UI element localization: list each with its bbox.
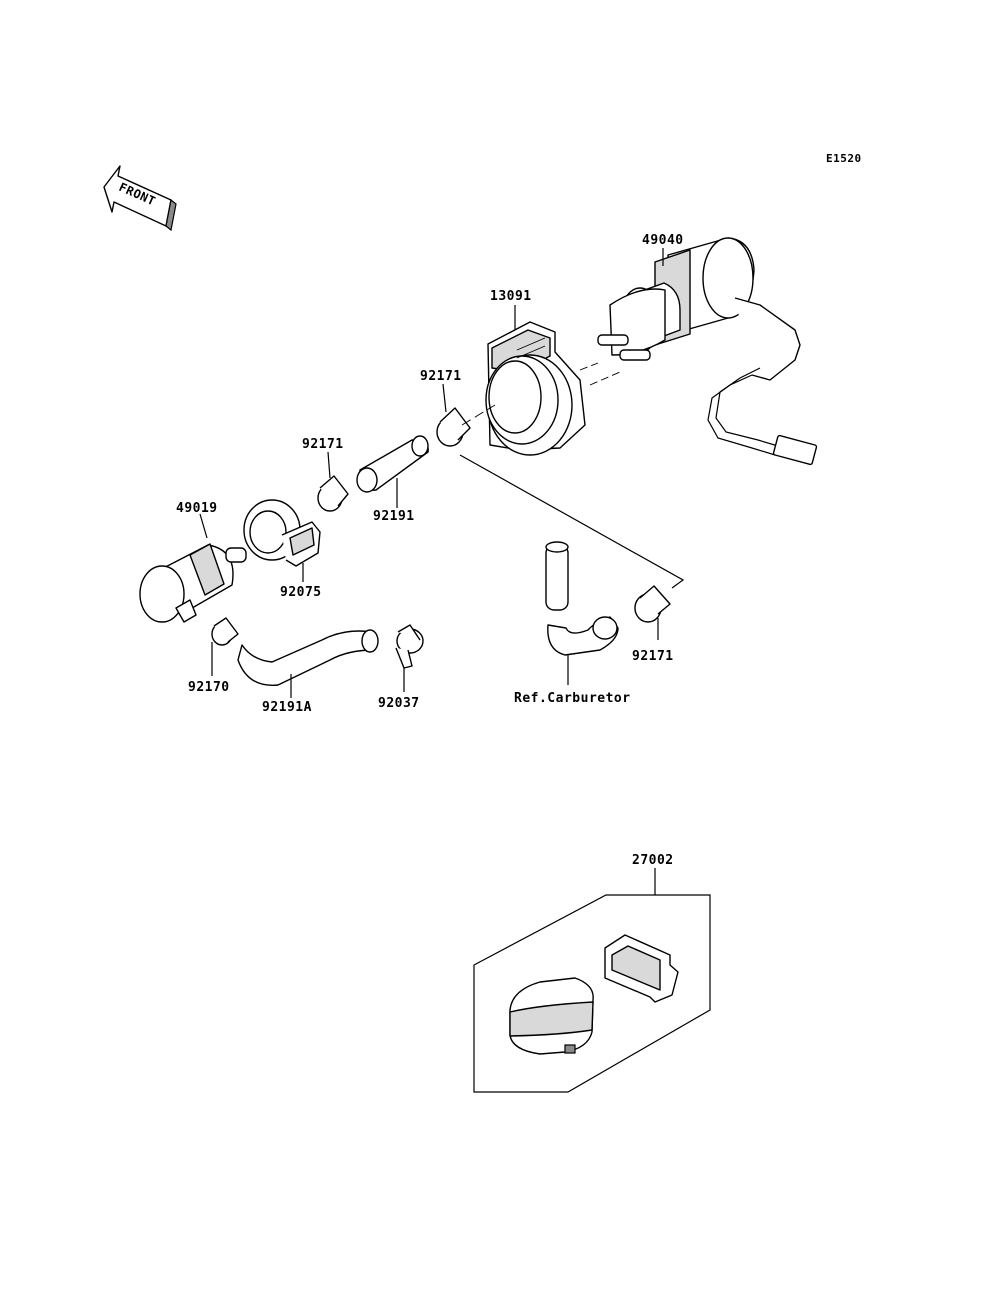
label-13091: 13091 [490, 289, 532, 304]
label-92191a: 92191A [262, 700, 312, 715]
hose-92191a [237, 629, 379, 686]
clamp-filter [211, 617, 239, 646]
label-92075: 92075 [280, 585, 322, 600]
relay-kit [473, 894, 711, 1093]
fuel-pump [579, 237, 818, 466]
label-49040: 49040 [642, 233, 684, 248]
label-92171-upper: 92171 [420, 369, 462, 384]
clamp-mid [317, 475, 349, 512]
label-92191: 92191 [373, 509, 415, 524]
clamp-right [634, 585, 671, 623]
label-92037: 92037 [378, 696, 420, 711]
label-27002: 27002 [632, 853, 674, 868]
pump-bracket [485, 321, 586, 456]
label-49019: 49019 [176, 501, 218, 516]
clamp-upper [436, 407, 471, 447]
label-ref-carburetor: Ref.Carburetor [514, 691, 631, 706]
label-92171-right: 92171 [632, 649, 674, 664]
hose-92191 [356, 435, 429, 493]
label-92171-mid: 92171 [302, 437, 344, 452]
filter-holder [243, 499, 321, 567]
front-arrow-icon: FRONT [103, 165, 177, 232]
diagram-code: E1520 [826, 152, 862, 165]
clamp-hose [395, 624, 424, 669]
carburetor-reference [459, 454, 685, 656]
label-92170: 92170 [188, 680, 230, 695]
fuel-filter [139, 543, 247, 623]
